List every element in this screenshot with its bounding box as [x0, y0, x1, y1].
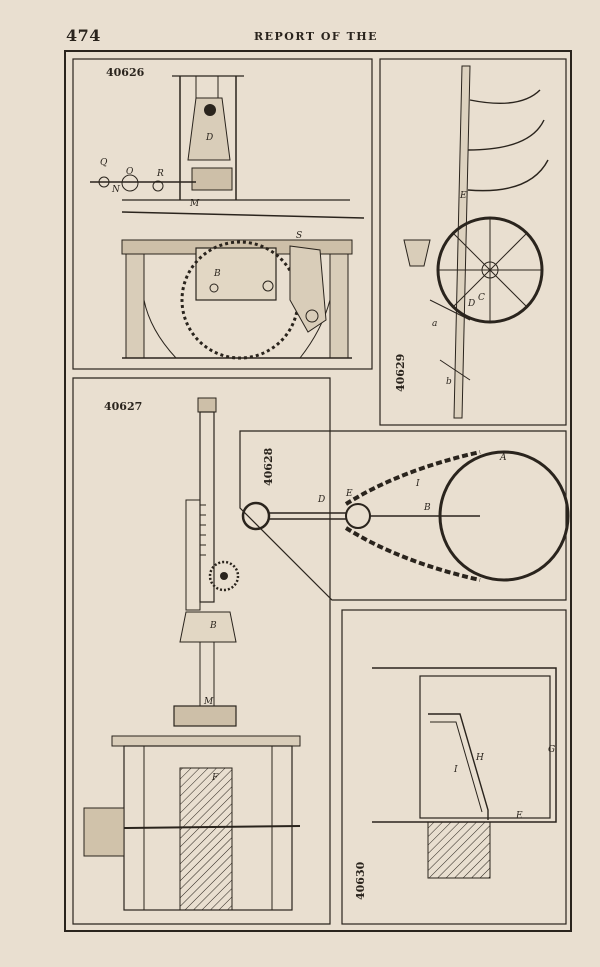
label-G: G: [548, 745, 555, 755]
label-D: D: [317, 495, 325, 505]
figure-number-40626: 40626: [106, 66, 145, 79]
label-F: F: [211, 773, 219, 783]
figure-40628: 40628 D E B I A: [239, 430, 570, 601]
figure-number-40627: 40627: [104, 400, 142, 413]
label-I: I: [415, 479, 420, 489]
label-B: B: [213, 269, 221, 279]
figure-40627: 40627: [72, 377, 331, 925]
figure-number-40630: 40630: [354, 861, 367, 900]
label-R: R: [156, 169, 164, 179]
label-b: b: [446, 377, 452, 387]
label-E: E: [345, 489, 353, 499]
running-title: REPORT OF THE: [254, 30, 379, 43]
figure-40626: 40626: [72, 58, 373, 370]
label-D: D: [205, 133, 213, 143]
label-H: H: [475, 753, 484, 763]
label-Q: Q: [100, 158, 108, 168]
figure-number-40629: 40629: [394, 354, 407, 392]
figure-40629: 40629 E D C a b: [379, 58, 567, 426]
label-M: M: [189, 199, 200, 209]
label-M: M: [203, 697, 214, 707]
label-C: C: [478, 293, 485, 303]
label-a: a: [432, 319, 437, 329]
label-A: A: [499, 453, 507, 463]
label-B: B: [423, 503, 431, 513]
label-I: I: [453, 765, 458, 775]
label-E: E: [459, 191, 467, 201]
label-D: D: [467, 299, 475, 309]
page-number: 474: [66, 26, 101, 45]
label-O: O: [126, 167, 134, 177]
figure-40630: 40630 I H G E: [341, 609, 567, 925]
label-S: S: [296, 231, 302, 241]
figure-number-40628: 40628: [262, 447, 275, 486]
label-N: N: [111, 185, 121, 195]
label-E: E: [515, 811, 523, 821]
label-B: B: [209, 621, 217, 631]
